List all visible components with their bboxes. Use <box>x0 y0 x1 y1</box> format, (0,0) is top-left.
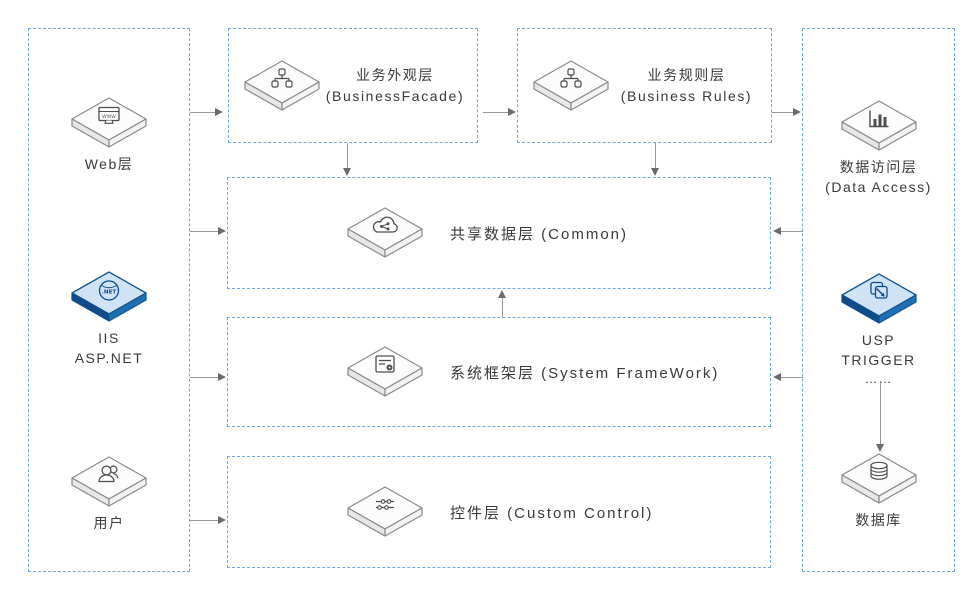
layer-label: 系统框架层 (System FrameWork) <box>450 364 720 382</box>
layer-title: 数据访问层 <box>839 159 918 175</box>
arrow-rules-to-common <box>649 143 661 176</box>
arrow-left-to-common <box>190 225 226 237</box>
common-layer-box: 共享数据层 (Common) <box>227 177 771 289</box>
business-facade-box: 业务外观层 (BusinessFacade) <box>228 28 478 143</box>
node-database: 数据库 <box>803 451 954 530</box>
layer-label: 共享数据层 (Common) <box>450 225 629 243</box>
bar-chart-icon <box>840 100 917 151</box>
node-label: 用户 <box>93 515 125 531</box>
business-rules-box: 业务规则层 (Business Rules) <box>517 28 772 143</box>
node-data-access: 数据访问层 (Data Access) <box>803 98 954 197</box>
arrow-left-to-framework <box>190 371 226 383</box>
node-iis-aspnet: .NET IIS ASP.NET <box>29 269 189 368</box>
node-user: 用户 <box>29 454 189 533</box>
node-web-layer: WWW Web层 <box>29 95 189 174</box>
node-label: USP TRIGGER <box>841 330 915 370</box>
script-pages-icon <box>840 273 917 324</box>
database-cylinder-icon <box>840 453 917 504</box>
browser-www-icon: WWW <box>71 97 147 148</box>
node-label: 数据访问层 (Data Access) <box>825 157 932 197</box>
cloud-share-icon <box>347 207 423 258</box>
arrow-rules-to-dataaccess <box>772 106 801 118</box>
person-icon <box>71 456 147 507</box>
layer-title: 业务规则层 <box>647 66 726 83</box>
dotnet-globe-icon: .NET <box>71 271 147 322</box>
arrow-right-to-framework <box>773 371 803 383</box>
node-label-line1: IIS <box>98 330 120 346</box>
custom-control-box: 控件层 (Custom Control) <box>227 456 771 568</box>
node-label-line1: USP <box>861 332 896 348</box>
layer-label: 业务规则层 (Business Rules) <box>610 65 771 107</box>
node-label: 数据库 <box>855 512 902 528</box>
node-label: IIS ASP.NET <box>75 328 144 368</box>
form-document-icon <box>347 346 423 397</box>
layer-title: 业务外观层 <box>356 66 434 83</box>
arrow-usp-to-database <box>874 381 886 452</box>
layer-label: 业务外观层 (BusinessFacade) <box>321 65 477 107</box>
layer-subtitle: (BusinessFacade) <box>325 87 465 104</box>
hierarchy-icon <box>533 59 609 111</box>
sliders-icon <box>347 486 423 537</box>
layer-label: 控件层 (Custom Control) <box>450 504 654 522</box>
layer-subtitle: (Data Access) <box>825 179 932 195</box>
ellipsis-label: …… <box>864 371 893 386</box>
node-label-line2: ASP.NET <box>74 350 144 366</box>
svg-text:.NET: .NET <box>102 290 117 296</box>
arrow-framework-to-common <box>496 290 508 317</box>
arrow-facade-to-rules <box>483 106 516 118</box>
arrow-web-to-facade <box>190 106 223 118</box>
arrow-right-to-common <box>773 225 803 237</box>
arrow-facade-to-common <box>341 143 353 176</box>
layer-subtitle: (Business Rules) <box>620 87 753 104</box>
right-column-box: 数据访问层 (Data Access) USP TRIGGER …… <box>802 28 955 572</box>
node-label: Web层 <box>84 156 134 172</box>
svg-text:WWW: WWW <box>102 114 116 120</box>
node-usp-trigger: USP TRIGGER …… <box>803 271 954 386</box>
hierarchy-icon <box>244 59 320 111</box>
system-framework-box: 系统框架层 (System FrameWork) <box>227 317 771 427</box>
arrow-user-to-control <box>190 514 226 526</box>
node-label-line2: TRIGGER <box>841 352 916 368</box>
left-column-box: WWW Web层 .NET IIS ASP.NET <box>28 28 190 572</box>
